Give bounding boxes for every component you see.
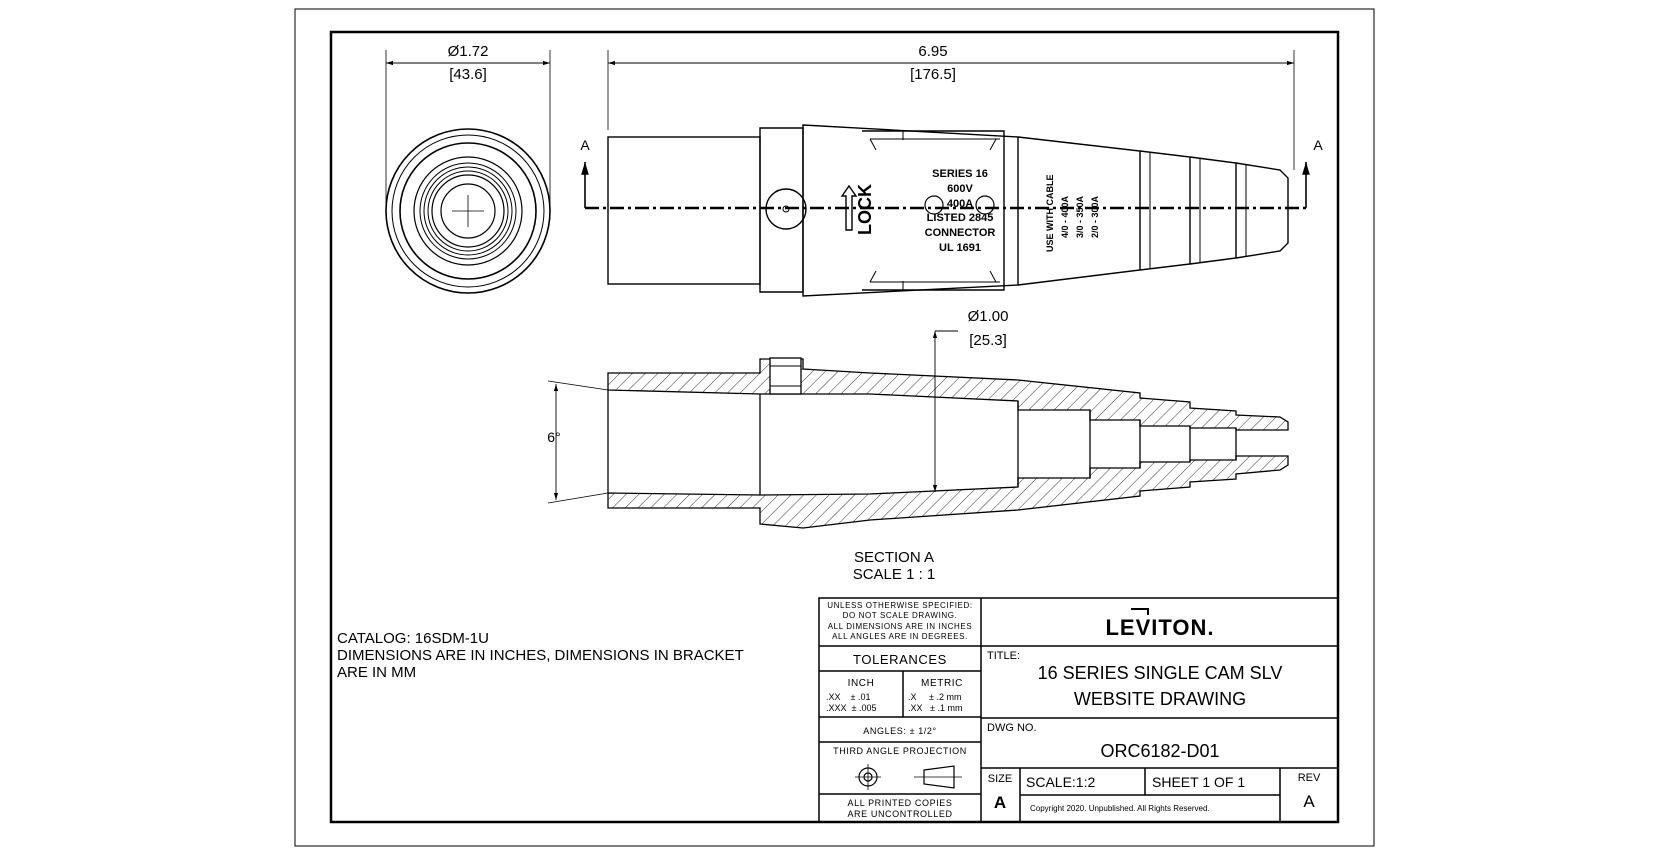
section-label: SECTION A <box>854 549 934 566</box>
section-marker-right: A <box>1313 137 1323 153</box>
rev-value: A <box>1303 792 1315 811</box>
rating-line: UL 1691 <box>939 242 981 254</box>
cable-line: USE WITH CABLE <box>1045 175 1055 253</box>
bore-diameter-mm-dim: [25.3] <box>969 332 1007 349</box>
rating-line: 600V <box>947 183 973 195</box>
cable-line: 3/0 - 350A <box>1075 195 1085 238</box>
drawing-title: 16 SERIES SINGLE CAM SLV <box>1038 663 1283 683</box>
drawing-subtitle: WEBSITE DRAWING <box>1074 689 1246 709</box>
dwg-number: ORC6182-D01 <box>1100 741 1219 761</box>
outer-diameter-dim: Ø1.72 <box>448 43 489 60</box>
dimensions-note-cont: ARE IN MM <box>337 664 416 681</box>
printed-copies-label-cont: ARE UNCONTROLLED <box>847 809 952 819</box>
metric-label: METRIC <box>921 678 963 689</box>
copyright-text: Copyright 2020. Unpublished. All Rights … <box>1030 804 1210 813</box>
rating-line: LISTED 2845 <box>927 212 994 224</box>
outer-diameter-mm-dim: [43.6] <box>449 66 487 83</box>
taper-angle-dim: 6° <box>547 429 560 445</box>
inch-tol-xx: .XX ± .01 <box>826 692 870 702</box>
size-label: SIZE <box>988 773 1012 785</box>
dwg-no-label: DWG NO. <box>987 722 1037 734</box>
overall-length-dim: 6.95 <box>918 43 947 60</box>
rating-line: CONNECTOR <box>925 227 996 239</box>
cable-markings: USE WITH CABLE 4/0 - 400A 3/0 - 350A 2/0… <box>1045 175 1100 253</box>
sheet-value: SHEET 1 OF 1 <box>1152 774 1245 790</box>
logo-mark <box>1131 608 1149 615</box>
projection-label: THIRD ANGLE PROJECTION <box>833 746 967 756</box>
angles-tolerance: ANGLES: ± 1/2° <box>863 726 936 736</box>
rating-line: 400A <box>947 198 973 210</box>
section-view <box>547 330 1289 529</box>
title-block <box>818 597 1339 823</box>
tolerances-label: TOLERANCES <box>853 652 947 667</box>
unless-specified: UNLESS OTHERWISE SPECIFIED: DO NOT SCALE… <box>827 601 972 641</box>
metric-tol-x: .X ± .2 mm <box>908 692 961 702</box>
size-value: A <box>994 793 1006 812</box>
title-label: TITLE: <box>987 650 1020 662</box>
cable-line: 4/0 - 400A <box>1060 195 1070 238</box>
rev-label: REV <box>1298 772 1321 784</box>
unless-line: ALL DIMENSIONS ARE IN INCHES <box>828 622 973 631</box>
bore-diameter-dim: Ø1.00 <box>968 308 1009 325</box>
section-marker-left: A <box>580 137 590 153</box>
outer-border <box>294 8 1375 847</box>
lock-label: LOCK <box>855 184 875 235</box>
unless-line: UNLESS OTHERWISE SPECIFIED: <box>827 601 972 610</box>
metric-tol-xx: .XX ± .1 mm <box>908 703 962 713</box>
end-view <box>385 50 551 294</box>
side-view <box>581 50 1310 297</box>
rating-markings: SERIES 16 600V 400A LISTED 2845 CONNECTO… <box>925 168 996 254</box>
dimensions-note: DIMENSIONS ARE IN INCHES, DIMENSIONS IN … <box>337 647 744 664</box>
rating-line: SERIES 16 <box>932 168 988 180</box>
overall-length-mm-dim: [176.5] <box>910 66 956 83</box>
catalog-note: CATALOG: 16SDM-1U <box>337 630 489 647</box>
inch-tol-xxx: .XXX ± .005 <box>826 703 876 713</box>
cable-line: 2/0 - 300A <box>1090 195 1100 238</box>
section-scale-label: SCALE 1 : 1 <box>853 566 936 583</box>
unless-line: ALL ANGLES ARE IN DEGREES. <box>832 632 968 641</box>
printed-copies-label: ALL PRINTED COPIES <box>848 798 953 808</box>
unless-line: DO NOT SCALE DRAWING. <box>843 611 958 620</box>
scale-value: SCALE:1:2 <box>1026 774 1095 790</box>
leviton-logo: LEVITON. <box>1105 615 1214 640</box>
inch-label: INCH <box>848 678 875 689</box>
